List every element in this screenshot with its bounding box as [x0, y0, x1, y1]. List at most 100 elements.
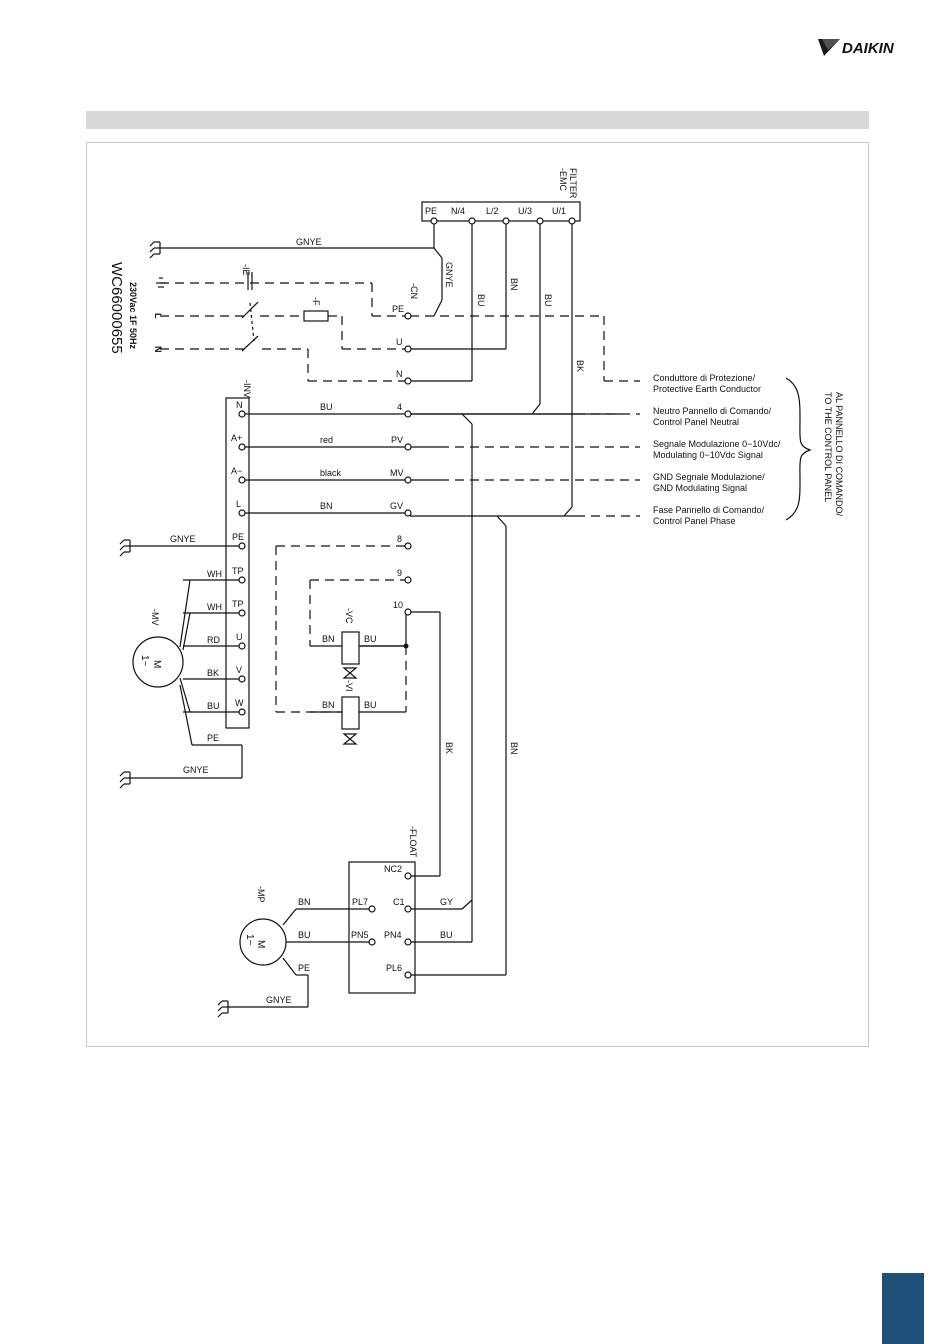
signal-phase-en: Control Panel Phase	[653, 516, 736, 526]
page-tab	[882, 1273, 924, 1344]
section-header-bar	[86, 111, 869, 129]
terminal-pv: PV	[391, 435, 403, 445]
inv-terminal-n: N	[236, 400, 243, 410]
valve-coil-vc	[341, 631, 360, 665]
wire-label-wh1: WH	[207, 569, 222, 579]
mp-motor-phase: 1~	[244, 934, 255, 946]
supply-rating: 230Vac 1F 50Hz	[128, 282, 138, 350]
wire-label-bn-l: BN	[320, 501, 333, 511]
float-terminal-pl7: PL7	[352, 897, 368, 907]
float-terminal-pn5: PN5	[351, 930, 369, 940]
wire-label-bn-cn: BN	[509, 278, 519, 291]
terminal-mv: MV	[390, 468, 404, 478]
signal-mod-it: Segnale Modulazione 0−10Vdc/	[653, 439, 781, 449]
emc-terminal-u1: U/1	[552, 206, 566, 216]
terminal-9: 9	[397, 568, 402, 578]
mp-motor-m: M	[255, 940, 266, 948]
inv-terminal-a-minus: A−	[231, 466, 242, 476]
wire-label-bn-vc: BN	[322, 634, 335, 644]
emc-filter-label: -EMCFILTER	[558, 168, 578, 199]
terminal-10: 10	[393, 600, 403, 610]
wire-label-bn-gv: BN	[509, 742, 519, 755]
float-terminal-c1: C1	[393, 897, 405, 907]
daikin-logo: DAIKIN	[818, 36, 928, 60]
wire-label-black: black	[320, 468, 342, 478]
wire-label-wh2: WH	[207, 602, 222, 612]
cn-terminal-n: N	[396, 369, 403, 379]
terminal-gv: GV	[390, 501, 403, 511]
wire-label-gnye-vertical: GNYE	[444, 262, 454, 288]
inv-terminal-tp2: TP	[232, 599, 244, 609]
emc-terminal-l2: L/2	[486, 206, 499, 216]
mv-motor-phase: 1~	[139, 655, 150, 667]
valve-coil-vi	[341, 696, 360, 730]
wire-label-bn-vi: BN	[322, 700, 335, 710]
emc-terminal-n4: N/4	[451, 206, 465, 216]
wire-label-bu-vi: BU	[364, 700, 377, 710]
signal-gnd-it: GND Segnale Modulazione/	[653, 472, 765, 482]
cn-terminal-u: U	[396, 337, 403, 347]
wire-label-bu-emc: BU	[543, 294, 553, 307]
supply-terminal-l: L	[153, 313, 163, 319]
fan-motor-mv	[132, 636, 184, 688]
signal-phase-it: Fase Pannello di Comando/	[653, 505, 765, 515]
wire-label-bu-pn4: BU	[440, 930, 453, 940]
mv-motor-m: M	[151, 660, 162, 668]
mv-label: -MV	[150, 609, 160, 626]
inv-label: -INV	[242, 380, 252, 398]
wire-label-bu-w: BU	[207, 701, 220, 711]
supply-terminal-n: N	[153, 346, 163, 353]
inv-terminal-u: U	[236, 632, 243, 642]
float-label: -FLOAT	[408, 826, 418, 858]
wire-label-bn-pl7: BN	[298, 897, 311, 907]
fuse-label: -F	[311, 297, 321, 306]
signal-neutral-en: Control Panel Neutral	[653, 417, 739, 427]
mp-label: -MP	[256, 886, 266, 903]
wire-label-pe-mp: PE	[298, 963, 310, 973]
wire-label-gnye-mv: GNYE	[183, 765, 209, 775]
float-terminal-pn4: PN4	[384, 930, 402, 940]
signal-mod-en: Modulating 0−10Vdc Signal	[653, 450, 763, 460]
diagram-frame	[86, 142, 869, 1047]
wire-label-gnye-mp: GNYE	[266, 995, 292, 1005]
wire-label-pe-mv: PE	[207, 733, 219, 743]
wire-label-gy-c1: GY	[440, 897, 453, 907]
to-panel-line1: AL PANNELLO DI COMANDO/	[834, 392, 844, 517]
wire-label-gnye-inv: GNYE	[170, 534, 196, 544]
wire-label-bk-v: BK	[207, 668, 219, 678]
cn-label: -CN	[409, 283, 419, 299]
terminal-8: 8	[397, 534, 402, 544]
wire-label-bu-vc: BU	[364, 634, 377, 644]
wire-label-red: red	[320, 435, 333, 445]
float-switch-box	[348, 861, 416, 994]
terminal-4: 4	[397, 402, 402, 412]
emc-terminal-pe: PE	[425, 206, 437, 216]
signal-pe-it: Conduttore di Protezione/	[653, 373, 756, 383]
inv-terminal-pe: PE	[232, 532, 244, 542]
cn-terminal-pe: PE	[392, 304, 404, 314]
inv-terminal-v: V	[236, 665, 242, 675]
signal-neutral-it: Neutro Pannello di Comando/	[653, 406, 772, 416]
wire-label-rd: RD	[207, 635, 220, 645]
wire-label-bk-emc: BK	[575, 360, 585, 372]
vc-label: -VC	[344, 608, 354, 624]
wire-label-gnye-top: GNYE	[296, 237, 322, 247]
to-panel-line2: TO THE CONTROL PANEL	[823, 392, 833, 502]
inv-terminal-tp1: TP	[232, 566, 244, 576]
emc-terminal-u3: U/3	[518, 206, 532, 216]
signal-pe-en: Protective Earth Conductor	[653, 384, 761, 394]
inv-terminal-w: W	[235, 698, 244, 708]
wire-label-bk-10: BK	[444, 742, 454, 754]
ie-label: -IE	[241, 264, 251, 276]
wire-label-bu-4: BU	[320, 402, 333, 412]
wire-label-bu-cn: BU	[476, 294, 486, 307]
model-code: WC66000655	[108, 262, 125, 354]
float-terminal-nc2: NC2	[384, 864, 402, 874]
emc-filter-box	[421, 201, 581, 222]
signal-gnd-en: GND Modulating Signal	[653, 483, 747, 493]
wire-label-bu-pn5: BU	[298, 930, 311, 940]
vi-label: -VI	[344, 680, 354, 692]
inverter-box	[225, 397, 250, 729]
daikin-logo-text: DAIKIN	[842, 40, 895, 57]
